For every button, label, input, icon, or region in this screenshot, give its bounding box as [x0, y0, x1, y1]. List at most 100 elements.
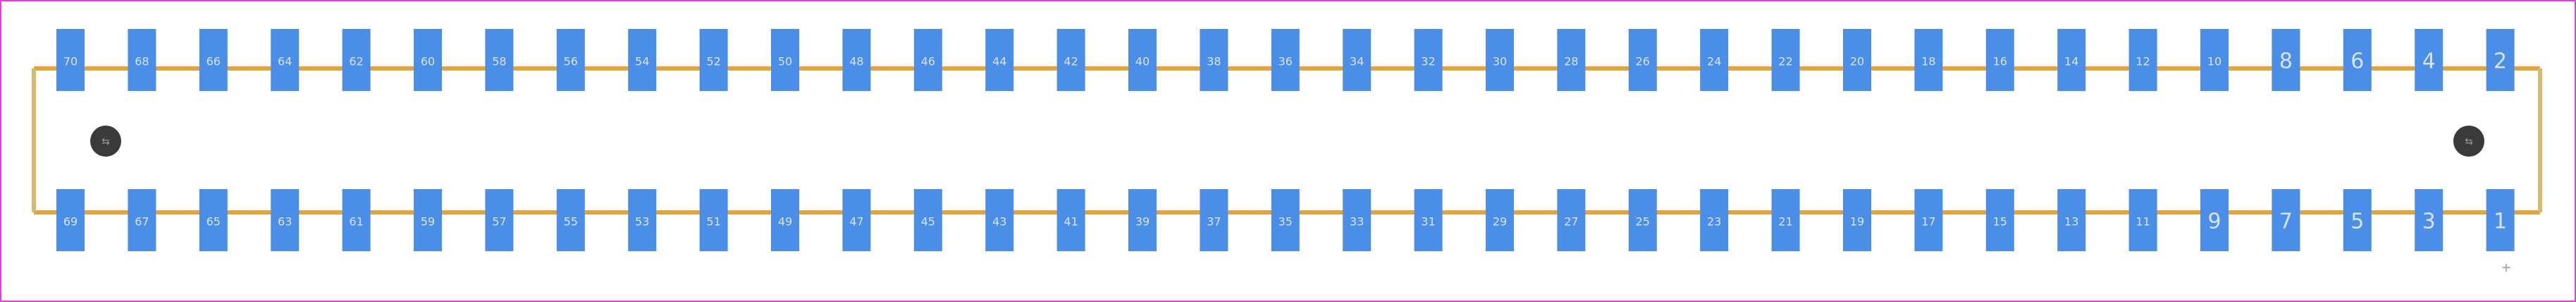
mounting-hole-right-mark: ⇆ — [2465, 136, 2473, 147]
pad-47 — [842, 189, 871, 251]
pad-label-42: 42 — [1064, 55, 1078, 68]
pad-label-30: 30 — [1493, 55, 1507, 68]
pad-4 — [2415, 29, 2443, 91]
pad-36 — [1271, 29, 1300, 91]
pad-43 — [985, 189, 1014, 251]
pad-29 — [1486, 189, 1514, 251]
pad-59 — [414, 189, 442, 251]
pad-45 — [913, 189, 942, 251]
pad-label-24: 24 — [1707, 55, 1721, 68]
pad-15 — [1985, 189, 2014, 251]
pad-label-47: 47 — [849, 215, 863, 229]
pad-label-34: 34 — [1350, 55, 1364, 68]
pad-35 — [1271, 189, 1300, 251]
pad-label-10: 10 — [2207, 55, 2221, 68]
pad-38 — [1200, 29, 1228, 91]
pad-12 — [2128, 29, 2157, 91]
pad-label-41: 41 — [1064, 215, 1078, 229]
pad-label-53: 53 — [635, 215, 649, 229]
pad-22 — [1771, 29, 1800, 91]
pad-label-36: 36 — [1278, 55, 1293, 68]
mounting-holes: ⇆ ⇆ — [90, 126, 2484, 157]
pad-7 — [2272, 189, 2300, 251]
pad-label-39: 39 — [1135, 215, 1150, 229]
pad-label-49: 49 — [778, 215, 792, 229]
pad-label-65: 65 — [207, 215, 221, 229]
pad-30 — [1486, 29, 1514, 91]
pad-label-44: 44 — [992, 55, 1006, 68]
pad-label-62: 62 — [349, 55, 363, 68]
pad-56 — [556, 29, 585, 91]
pad-label-50: 50 — [778, 55, 792, 68]
mounting-hole-left — [90, 126, 121, 157]
pad-label-61: 61 — [349, 215, 363, 229]
pad-label-56: 56 — [564, 55, 578, 68]
pad-label-51: 51 — [706, 215, 720, 229]
pad-label-22: 22 — [1778, 55, 1792, 68]
pad-label-63: 63 — [278, 215, 292, 229]
pad-61 — [342, 189, 371, 251]
pad-label-40: 40 — [1135, 55, 1150, 68]
pad-3 — [2415, 189, 2443, 251]
pad-33 — [1343, 189, 1372, 251]
pad-5 — [2343, 189, 2372, 251]
pad-label-21: 21 — [1778, 215, 1792, 229]
pad-label-12: 12 — [2136, 55, 2150, 68]
pad-37 — [1200, 189, 1228, 251]
pad-label-55: 55 — [564, 215, 578, 229]
pad-label-43: 43 — [992, 215, 1006, 229]
pad-55 — [556, 189, 585, 251]
pad-label-4: 4 — [2422, 49, 2436, 74]
pad-63 — [271, 189, 300, 251]
pad-label-48: 48 — [849, 55, 863, 68]
pad-20 — [1843, 29, 1871, 91]
pad-53 — [628, 189, 657, 251]
pad-60 — [414, 29, 442, 91]
pad-44 — [985, 29, 1014, 91]
pad-label-33: 33 — [1350, 215, 1364, 229]
pad-67 — [128, 189, 156, 251]
pad-25 — [1628, 189, 1657, 251]
pad-9 — [2200, 189, 2229, 251]
pad-26 — [1628, 29, 1657, 91]
pad-label-17: 17 — [1921, 215, 1935, 229]
pad-34 — [1343, 29, 1372, 91]
pad-13 — [2057, 189, 2086, 251]
pad-58 — [485, 29, 514, 91]
pad-16 — [1985, 29, 2014, 91]
pad-label-45: 45 — [921, 215, 935, 229]
pad-48 — [842, 29, 871, 91]
pad-label-7: 7 — [2279, 210, 2293, 234]
pad-10 — [2200, 29, 2229, 91]
mounting-hole-right — [2453, 126, 2484, 157]
pad-label-29: 29 — [1493, 215, 1507, 229]
pad-label-15: 15 — [1993, 215, 2007, 229]
pad-18 — [1914, 29, 1943, 91]
pad-label-38: 38 — [1207, 55, 1221, 68]
pad-70 — [56, 29, 85, 91]
pad-label-58: 58 — [492, 55, 506, 68]
pad-label-28: 28 — [1564, 55, 1578, 68]
pad-label-18: 18 — [1921, 55, 1935, 68]
pad-62 — [342, 29, 371, 91]
pad-8 — [2272, 29, 2300, 91]
pad-49 — [771, 189, 799, 251]
pad-label-11: 11 — [2136, 215, 2150, 229]
pad-label-20: 20 — [1850, 55, 1864, 68]
pad-label-3: 3 — [2422, 210, 2436, 234]
pad-65 — [199, 189, 228, 251]
pad-label-8: 8 — [2279, 49, 2293, 74]
pad-label-69: 69 — [63, 215, 78, 229]
pad-57 — [485, 189, 514, 251]
pad-19 — [1843, 189, 1871, 251]
pad-label-2: 2 — [2494, 49, 2507, 74]
pad-label-52: 52 — [706, 55, 720, 68]
pad-24 — [1700, 29, 1729, 91]
pad-label-25: 25 — [1636, 215, 1650, 229]
pad-label-60: 60 — [421, 55, 435, 68]
pad-label-9: 9 — [2207, 210, 2221, 234]
pad-label-1: 1 — [2494, 210, 2507, 234]
